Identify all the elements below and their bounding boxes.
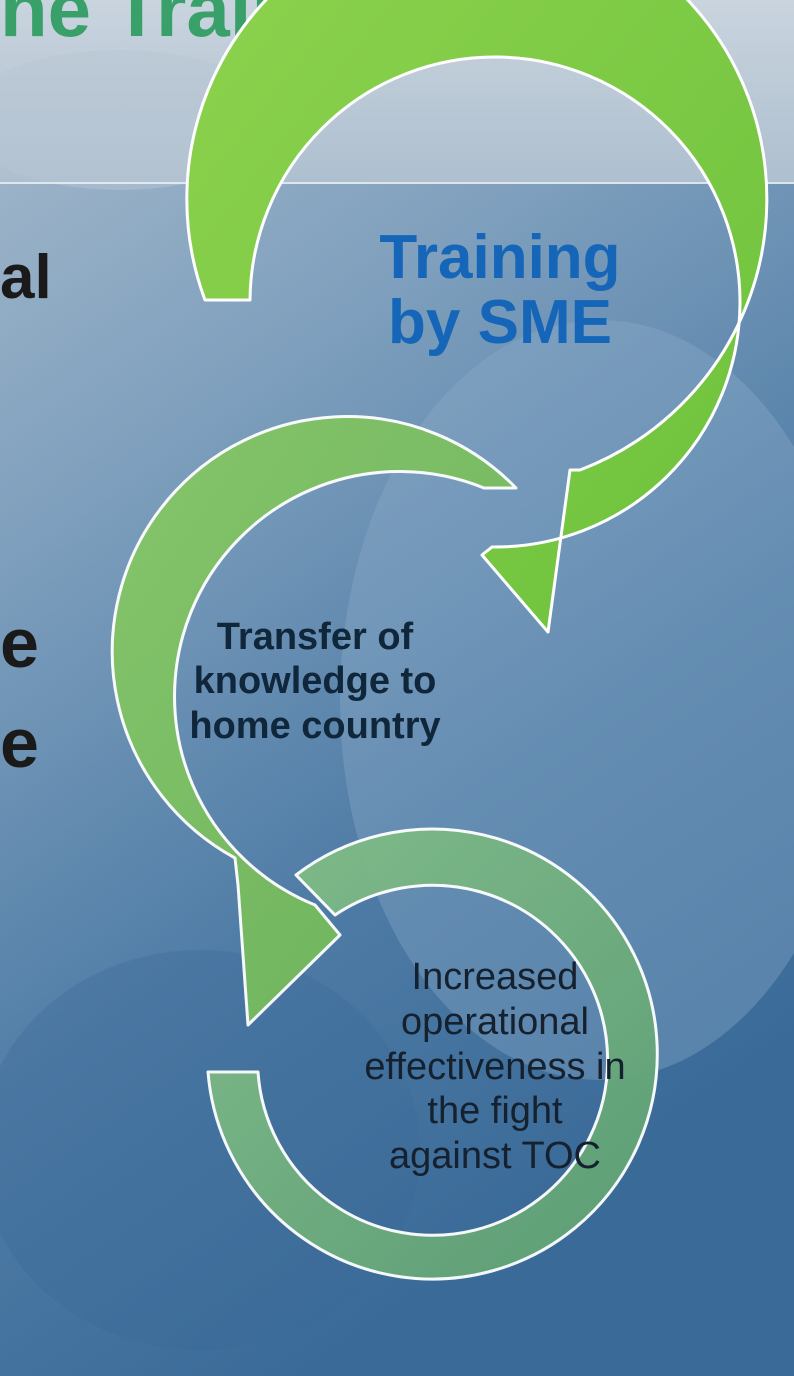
cycle-arrow-1: [185, 0, 769, 634]
step-3-line-4: the fight: [427, 1090, 563, 1133]
step-2-line-3: home country: [189, 704, 441, 747]
step-label-training: Training by SME: [330, 225, 670, 355]
step-2-line-2: knowledge to: [193, 660, 437, 703]
body-text-fragment-2: e: [0, 604, 39, 682]
step-1-line-2: by SME: [388, 288, 612, 358]
step-1-line-1: Training: [379, 223, 621, 292]
step-2-line-1: Transfer of: [216, 616, 414, 658]
body-text-fragment-3: e: [0, 704, 39, 782]
cycle-arrow-2: [110, 415, 518, 1027]
step-3-line-5: against TOC: [389, 1135, 601, 1178]
cycle-arrow-3: [206, 827, 659, 1281]
step-label-transfer: Transfer of knowledge to home country: [115, 615, 515, 748]
step-label-outcome: Increased operational effectiveness in t…: [295, 955, 695, 1179]
step-3-line-1: Increased: [411, 956, 579, 998]
body-text-fragment-1: al: [0, 243, 52, 312]
step-3-line-2: operational: [400, 1000, 590, 1043]
step-3-line-3: effectiveness in: [364, 1045, 626, 1088]
